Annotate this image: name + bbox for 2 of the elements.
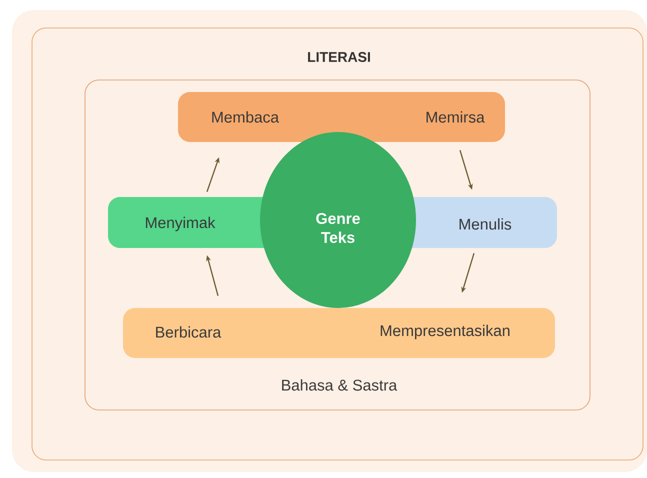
- skill-band: Membaca Memirsa: [178, 92, 505, 142]
- skill-band: Berbicara Mempresentasikan: [123, 308, 555, 358]
